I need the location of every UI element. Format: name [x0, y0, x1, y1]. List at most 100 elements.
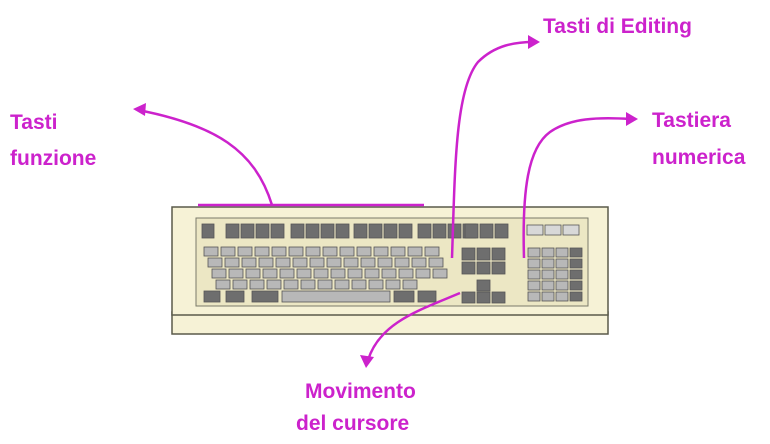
keycap — [360, 257, 376, 268]
keycap — [476, 279, 491, 292]
keycap — [381, 268, 397, 279]
keycap — [368, 223, 383, 239]
function-keys-label-line2: funzione — [10, 147, 97, 170]
keycap — [228, 268, 244, 279]
keycap — [283, 279, 299, 290]
keycap — [491, 247, 506, 261]
keycap — [270, 223, 285, 239]
keycap — [203, 290, 221, 303]
keycap — [562, 224, 580, 236]
keycap — [461, 261, 476, 275]
keycap — [317, 279, 333, 290]
keycap — [211, 268, 227, 279]
keycap — [275, 257, 291, 268]
keycap — [461, 247, 476, 261]
keycap — [225, 290, 245, 303]
keycap — [339, 246, 355, 257]
keycap — [569, 291, 583, 302]
keycap — [300, 279, 316, 290]
keycap — [258, 257, 274, 268]
keycap — [364, 268, 380, 279]
keycap — [330, 268, 346, 279]
keycap — [343, 257, 359, 268]
keycap — [491, 291, 506, 304]
editing-keys-label: Tasti di Editing — [543, 15, 692, 38]
cursor-movement-label-line1: Movimento — [305, 380, 416, 403]
keycap — [398, 268, 414, 279]
keycap — [262, 268, 278, 279]
keycap — [240, 223, 255, 239]
keycap — [479, 223, 494, 239]
keycap — [555, 291, 569, 302]
function-keys-arrow — [137, 108, 274, 206]
keycap — [555, 280, 569, 291]
keycap — [373, 246, 389, 257]
keycap — [464, 223, 479, 239]
keycap — [249, 279, 265, 290]
keycap — [494, 223, 509, 239]
keycap — [334, 279, 350, 290]
keycap — [447, 223, 462, 239]
keycap — [394, 257, 410, 268]
keycap — [402, 279, 418, 290]
keycap — [305, 223, 320, 239]
keycap — [415, 268, 431, 279]
keycap — [555, 269, 569, 280]
keys-group — [201, 223, 583, 304]
keycap — [555, 247, 569, 258]
keycap — [225, 223, 240, 239]
keycap — [251, 290, 279, 303]
keycap — [424, 246, 440, 257]
keycap — [335, 223, 350, 239]
keycap — [203, 246, 219, 257]
keycap — [385, 279, 401, 290]
keycap — [207, 257, 223, 268]
keycap — [309, 257, 325, 268]
keycap — [237, 246, 253, 257]
keycap — [526, 224, 544, 236]
keycap — [290, 223, 305, 239]
keycap — [281, 290, 391, 303]
keycap — [569, 258, 583, 269]
cursor-movement-arrowhead — [360, 355, 374, 368]
keycap — [326, 257, 342, 268]
keycap — [255, 223, 270, 239]
keycap — [461, 291, 476, 304]
keycap — [215, 279, 231, 290]
keycap — [541, 258, 555, 269]
keycap — [417, 223, 432, 239]
keycap — [390, 246, 406, 257]
keycap — [353, 223, 368, 239]
keycap — [232, 279, 248, 290]
keycap — [245, 268, 261, 279]
cursor-movement-label-line2: del cursore — [296, 412, 410, 435]
keyboard-icon — [171, 206, 609, 335]
keycap — [527, 258, 541, 269]
keycap — [351, 279, 367, 290]
numeric-keypad-label-line2: numerica — [652, 146, 746, 169]
keycap — [201, 223, 215, 239]
keycap — [224, 257, 240, 268]
cursor-movement-arrow — [366, 291, 461, 361]
keycap — [279, 268, 295, 279]
keycap — [555, 258, 569, 269]
keycap — [432, 268, 448, 279]
numeric-keypad-arrowhead — [626, 112, 638, 126]
keycap — [541, 247, 555, 258]
keycap — [383, 223, 398, 239]
keycap — [417, 290, 437, 303]
keycap — [428, 257, 444, 268]
function-keys-arrowhead — [133, 103, 146, 116]
keycap — [292, 257, 308, 268]
keycap — [393, 290, 415, 303]
keycap — [541, 291, 555, 302]
keycap — [432, 223, 447, 239]
keycap — [356, 246, 372, 257]
keycap — [241, 257, 257, 268]
keycap — [527, 269, 541, 280]
keycap — [266, 279, 282, 290]
keycap — [541, 280, 555, 291]
keycap — [407, 246, 423, 257]
editing-keys-arrowhead — [528, 35, 540, 49]
